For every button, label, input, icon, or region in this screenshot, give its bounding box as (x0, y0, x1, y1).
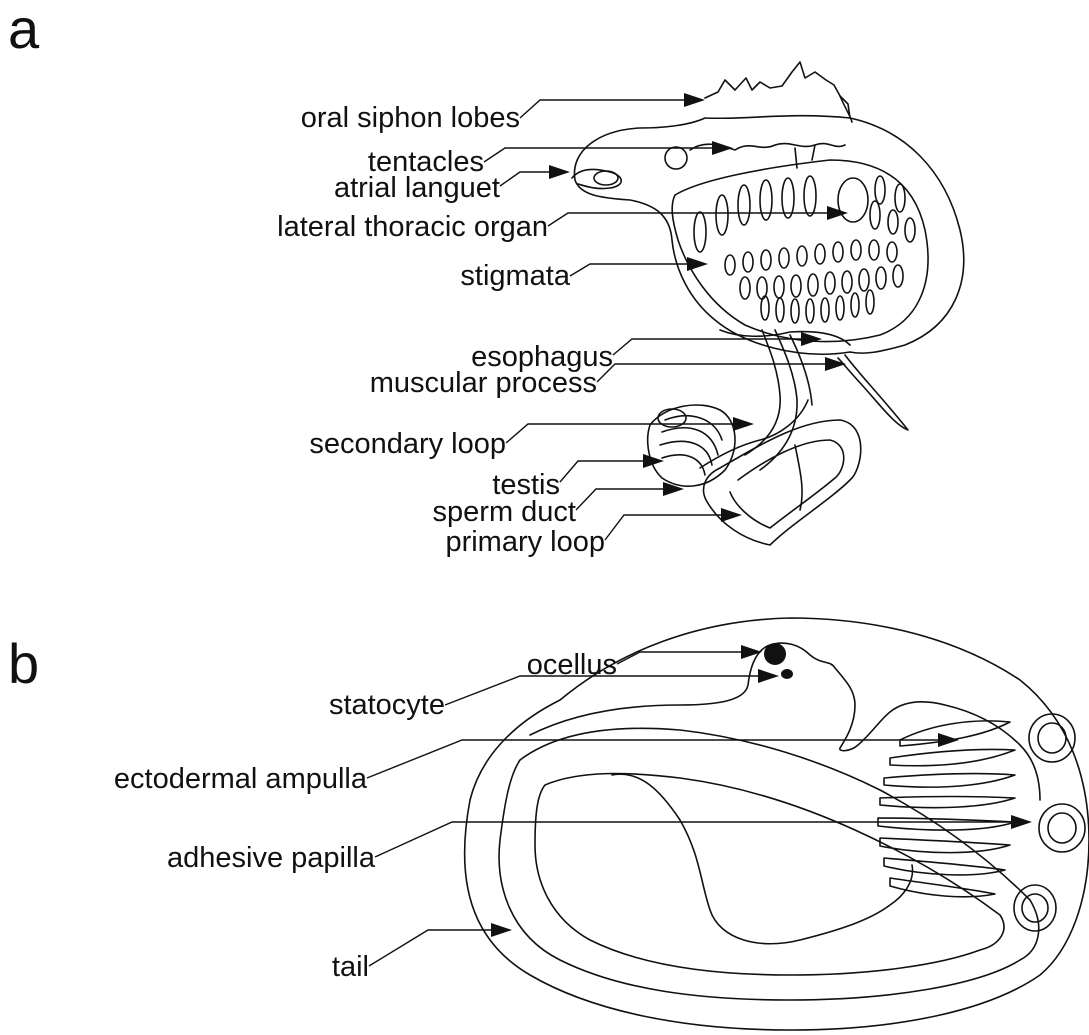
panel-b-letter: b (8, 632, 39, 695)
label-muscular-process: muscular process (370, 367, 597, 399)
panel-a-letter: a (8, 0, 40, 60)
adult-zooid-drawing (572, 62, 964, 545)
panel-b-labels: ocellus statocyte ectodermal ampulla adh… (114, 645, 1032, 983)
label-statocyte: statocyte (329, 689, 445, 721)
panel-a-labels: oral siphon lobes tentacles atrial langu… (277, 93, 848, 558)
label-oral-siphon-lobes: oral siphon lobes (301, 102, 520, 134)
label-atrial-languet: atrial languet (334, 172, 500, 204)
label-adhesive-papilla: adhesive papilla (167, 842, 376, 874)
label-sperm-duct: sperm duct (433, 496, 576, 528)
stigmata-rows (694, 176, 915, 323)
label-ectodermal-ampulla: ectodermal ampulla (114, 763, 368, 795)
label-stigmata: stigmata (460, 260, 570, 292)
ampullae (878, 721, 1015, 897)
label-tail: tail (332, 951, 369, 983)
label-lateral-thoracic-organ: lateral thoracic organ (277, 211, 548, 243)
label-primary-loop: primary loop (445, 526, 605, 558)
label-secondary-loop: secondary loop (309, 428, 506, 460)
